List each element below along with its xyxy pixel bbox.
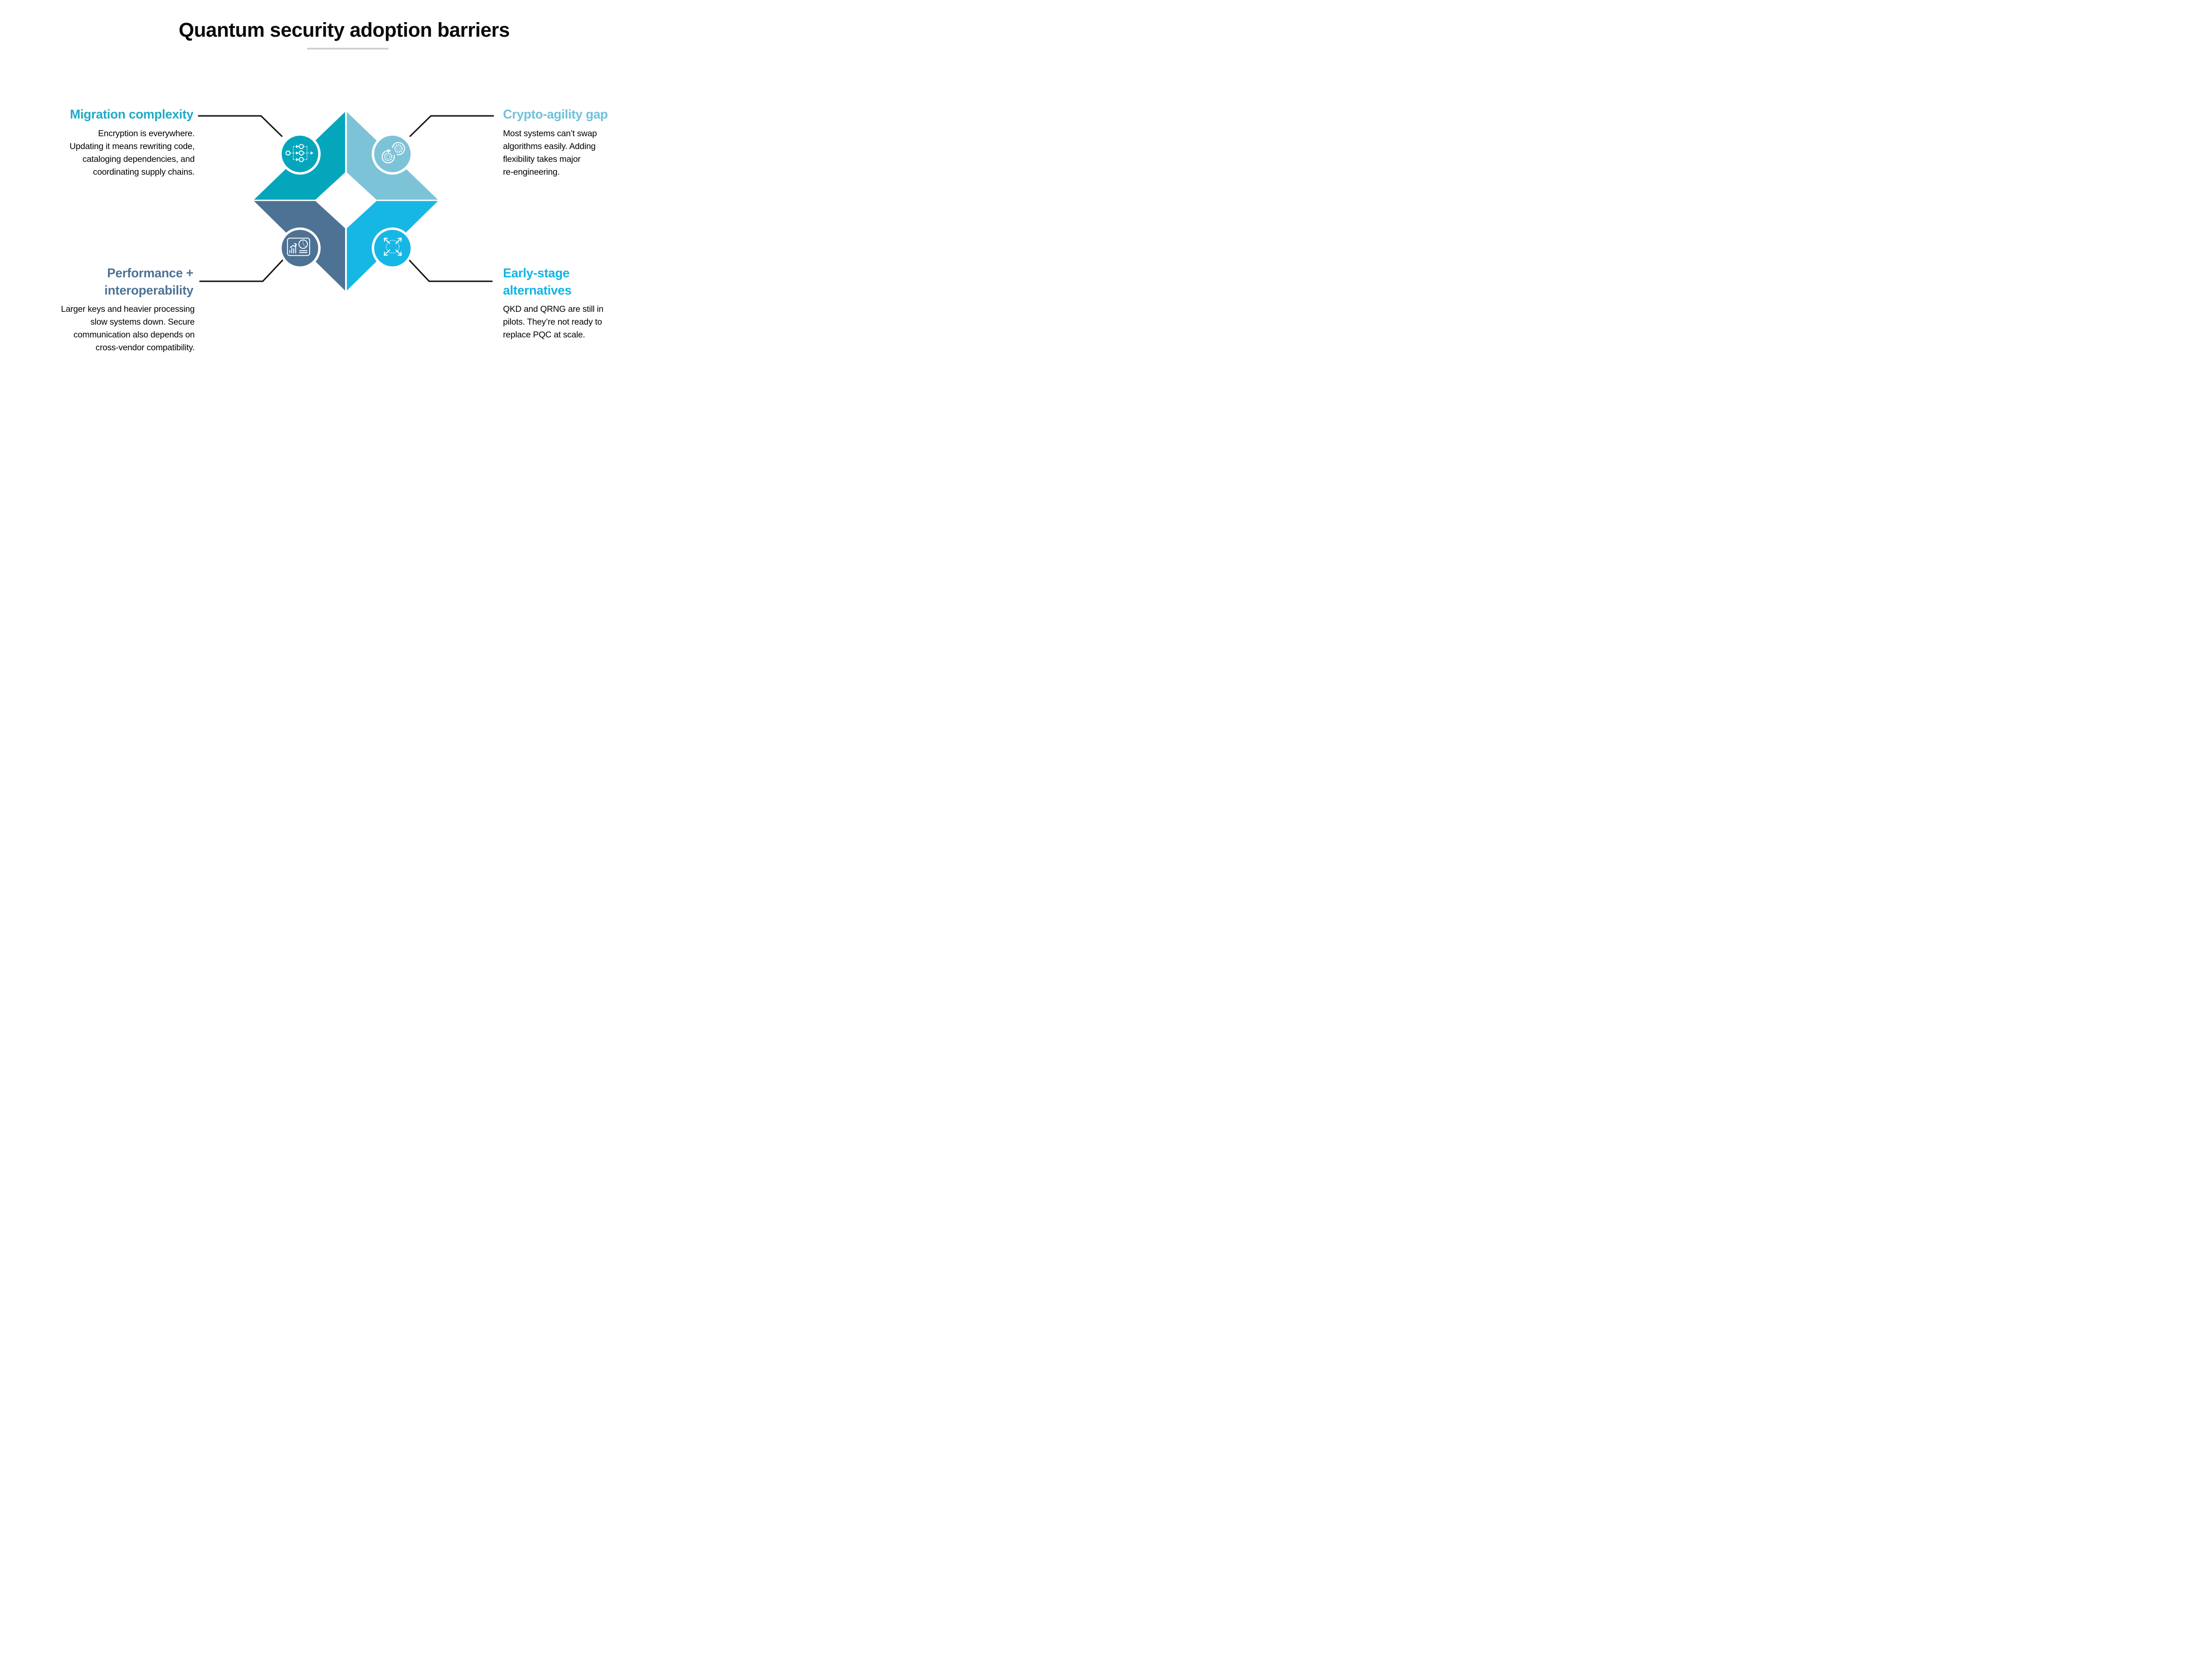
section-heading-performance-interoperability: Performance + interoperability — [104, 266, 193, 298]
expand-arrows-icon — [384, 238, 402, 256]
connector-line-migration — [198, 115, 283, 137]
gears-sync-icon — [381, 142, 405, 164]
section-body-performance-interoperability: Larger keys and heavier processing slow … — [61, 304, 195, 352]
diamond-diagram — [198, 112, 494, 291]
icon-badge-performance — [279, 227, 321, 269]
dashboard-chart-icon — [287, 238, 310, 256]
process-flow-icon — [285, 144, 314, 162]
icon-badge-early-stage — [372, 227, 413, 269]
page-title: Quantum security adoption barriers — [178, 19, 510, 41]
section-heading-migration-complexity: Migration complexity — [69, 107, 193, 122]
connector-line-early-stage — [408, 259, 493, 282]
title-divider — [307, 48, 388, 50]
section-body-early-stage-alternatives: QKD and QRNG are still in pilots. They’r… — [503, 304, 603, 340]
section-body-crypto-agility-gap: Most systems can’t swap algorithms easil… — [503, 129, 597, 177]
icon-badge-crypto-agility — [372, 133, 413, 175]
connector-line-performance — [199, 259, 284, 282]
infographic-quantum-security-barriers: Quantum security adoption barriers Migra… — [0, 0, 688, 387]
icon-badge-migration — [279, 133, 321, 175]
connector-line-crypto-agility — [409, 115, 494, 137]
section-heading-early-stage-alternatives: Early-stage alternatives — [503, 266, 572, 298]
section-body-migration-complexity: Encryption is everywhere. Updating it me… — [69, 129, 195, 177]
section-heading-crypto-agility-gap: Crypto-agility gap — [503, 107, 608, 122]
